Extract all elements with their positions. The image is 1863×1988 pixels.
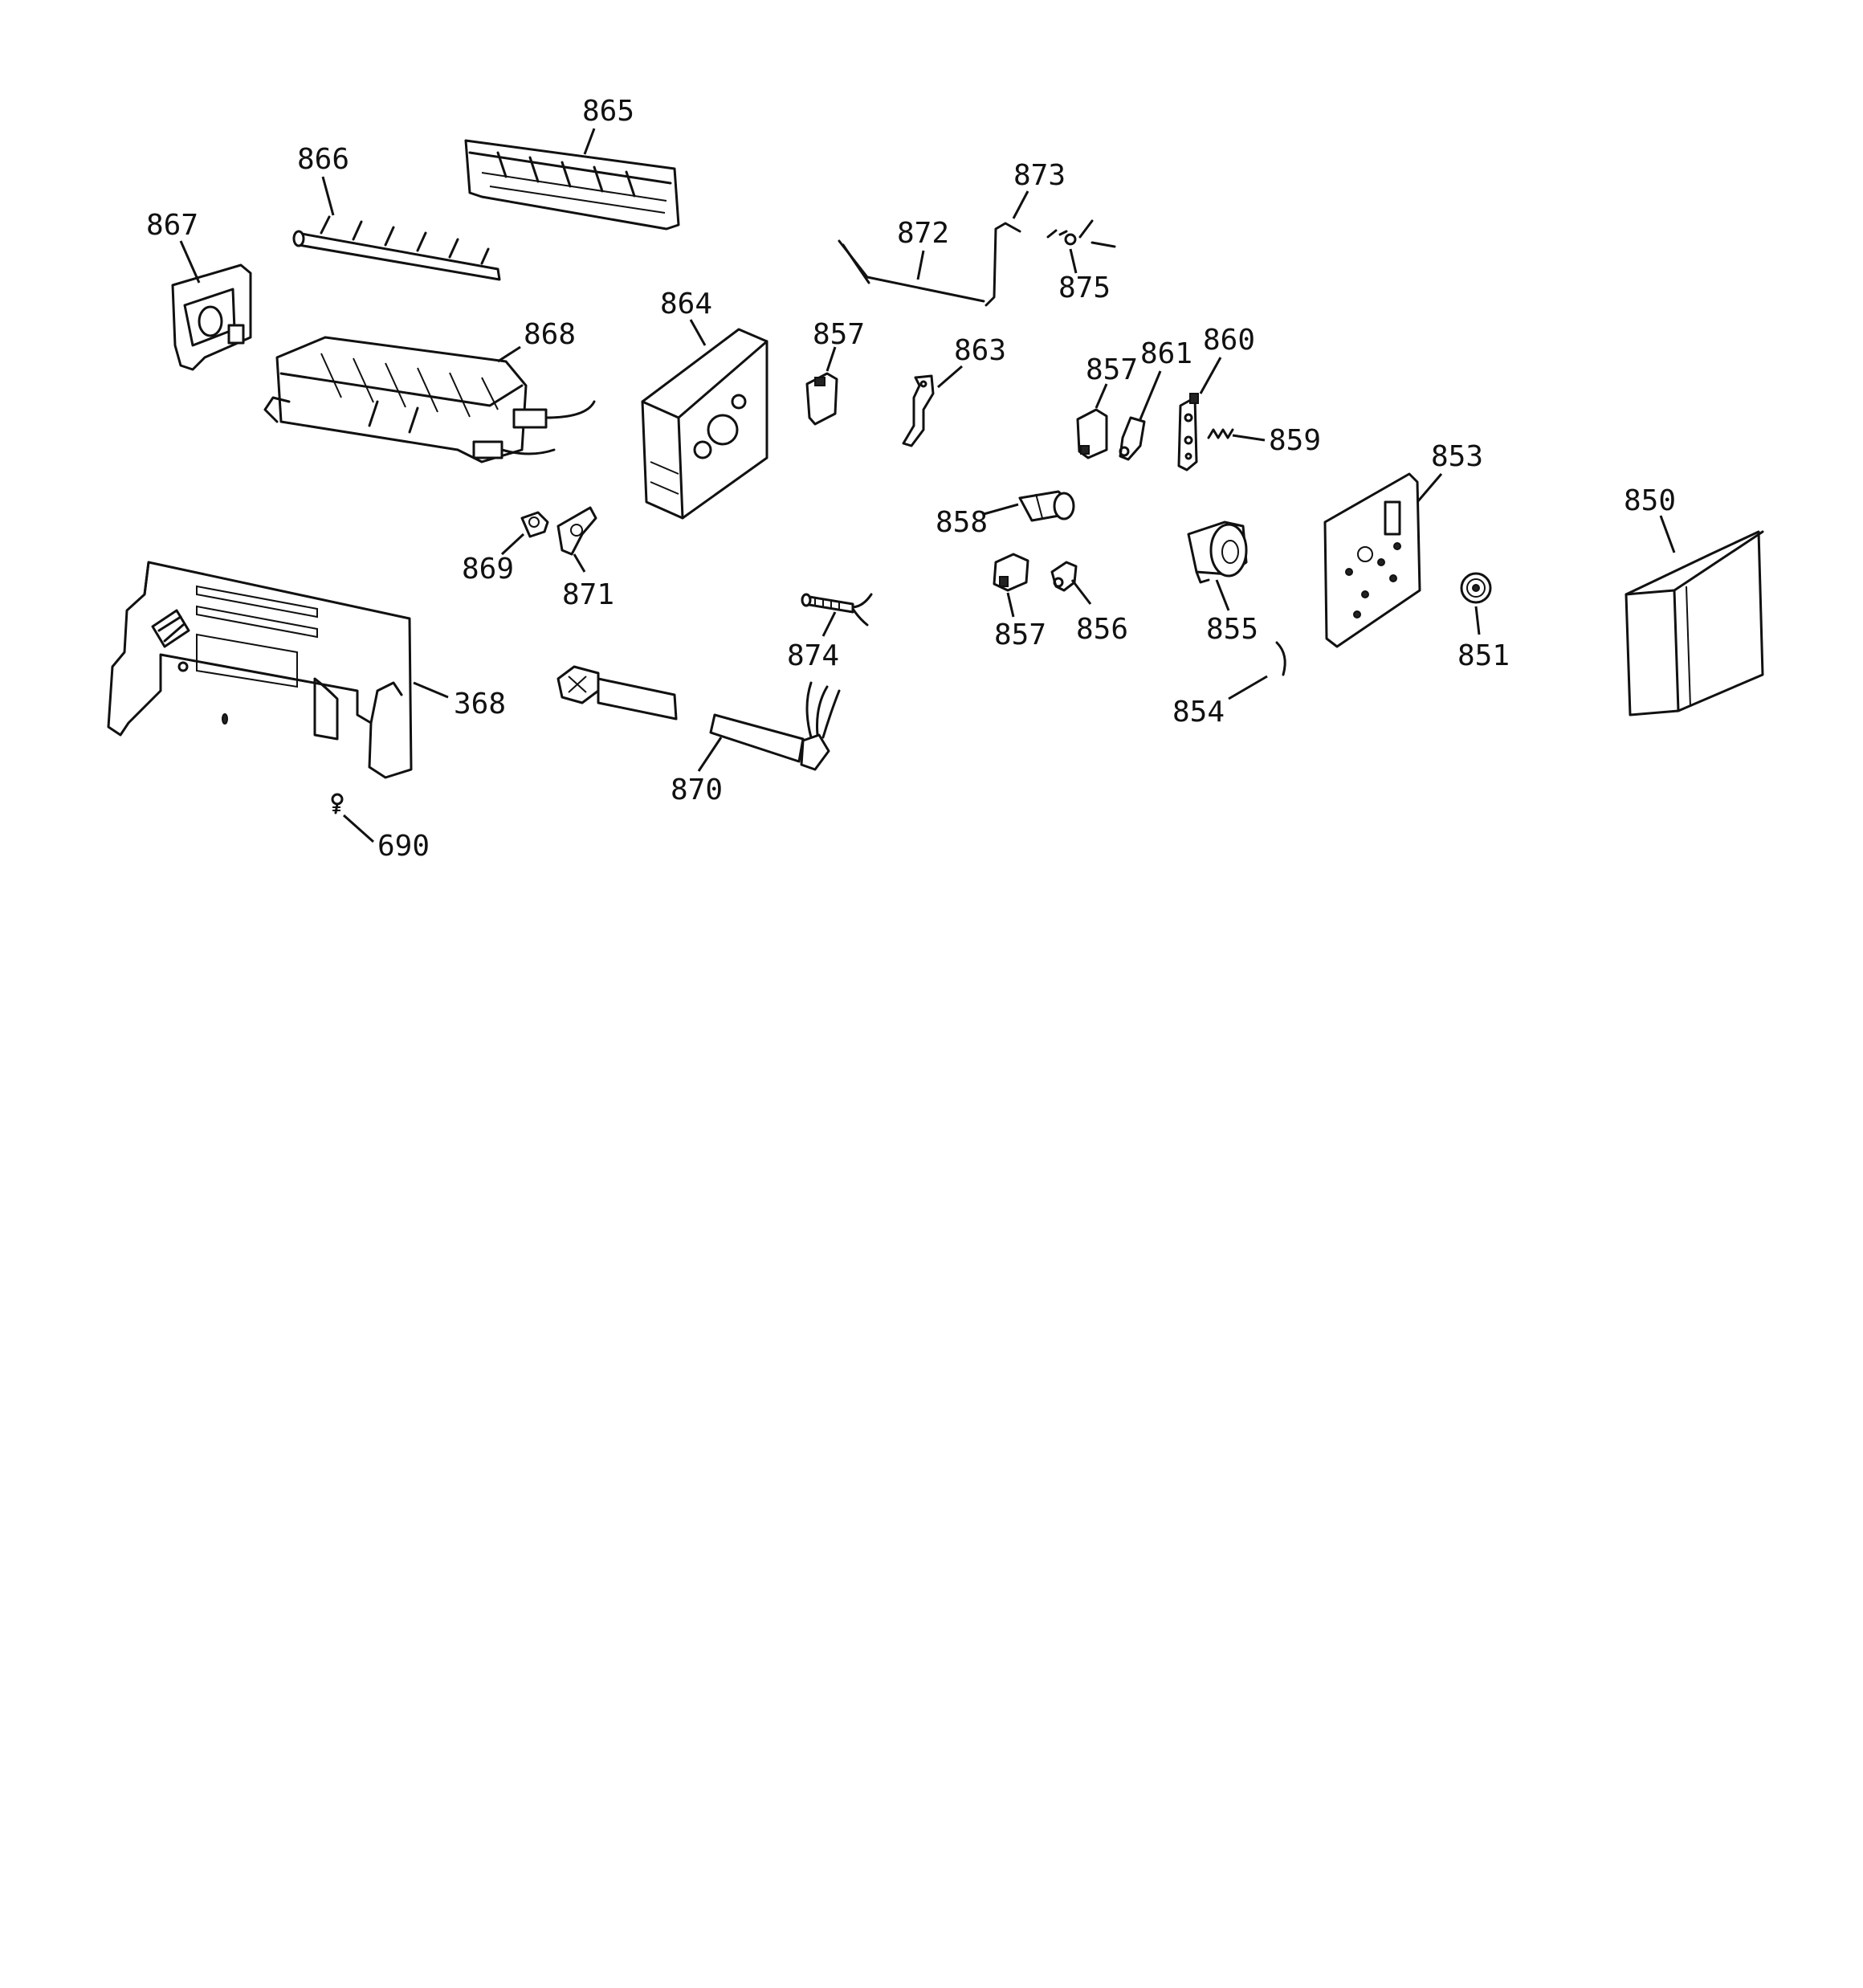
label-861: 861 [1140, 337, 1192, 370]
label-867: 867 [146, 209, 198, 242]
label-690: 690 [377, 830, 430, 863]
part-858-drawing [1018, 490, 1075, 522]
part-866-drawing [292, 215, 501, 281]
leader-870 [697, 737, 723, 772]
leader-869 [500, 533, 525, 556]
part-872-drawing [838, 239, 985, 303]
label-857b: 857 [1086, 353, 1138, 386]
label-857a: 857 [813, 318, 865, 351]
leader-859 [1232, 434, 1266, 442]
label-870: 870 [671, 774, 723, 806]
leader-855 [1215, 579, 1230, 611]
label-856: 856 [1076, 613, 1128, 646]
label-872: 872 [897, 217, 949, 250]
leader-853 [1416, 473, 1443, 503]
leader-864 [689, 319, 707, 346]
part-865-drawing [464, 139, 680, 231]
leader-368 [413, 681, 449, 699]
label-860: 860 [1203, 324, 1255, 357]
part-851-drawing [1460, 572, 1492, 604]
leader-850 [1659, 515, 1676, 553]
part-853-drawing [1323, 472, 1421, 648]
leader-854 [1228, 675, 1268, 700]
part-863-drawing [902, 374, 935, 447]
part-871-drawing [556, 506, 597, 556]
part-874-drawing [801, 593, 873, 627]
leader-857c [1006, 592, 1015, 618]
label-859: 859 [1269, 424, 1321, 457]
label-873: 873 [1013, 159, 1066, 192]
part-873-drawing [984, 222, 1021, 307]
label-866: 866 [297, 143, 349, 176]
part-870-drawing [556, 665, 841, 771]
label-855: 855 [1206, 613, 1258, 646]
part-864-drawing [641, 328, 768, 520]
part-859-drawing [1207, 428, 1234, 439]
label-853: 853 [1431, 440, 1483, 473]
leader-874 [821, 611, 837, 637]
leader-861 [1139, 370, 1162, 420]
part-875-drawing [1046, 219, 1116, 248]
leader-867 [179, 240, 201, 284]
label-869: 869 [462, 553, 514, 586]
label-864: 864 [660, 288, 712, 320]
part-368-drawing [107, 561, 413, 779]
leader-851 [1474, 606, 1481, 635]
part-690-drawing [331, 793, 344, 814]
leader-865 [583, 128, 596, 155]
part-867-drawing [171, 263, 252, 371]
label-868: 868 [524, 318, 576, 351]
label-850: 850 [1624, 484, 1676, 517]
label-875: 875 [1058, 271, 1111, 304]
leader-868 [497, 345, 521, 363]
leader-857b [1095, 383, 1108, 409]
label-854: 854 [1172, 696, 1225, 729]
part-861-drawing [1119, 416, 1146, 461]
part-854-drawing [1275, 641, 1286, 676]
leader-872 [916, 250, 925, 280]
leader-857a [826, 346, 837, 372]
leader-871 [573, 553, 586, 573]
leader-875 [1069, 248, 1078, 274]
label-865: 865 [582, 95, 634, 128]
part-869-drawing [520, 511, 549, 538]
part-857c-drawing [993, 553, 1029, 592]
label-874: 874 [787, 639, 839, 672]
leader-866 [321, 176, 335, 216]
leader-856 [1070, 579, 1092, 605]
label-863: 863 [954, 334, 1006, 367]
leader-690 [343, 814, 374, 843]
part-855-drawing [1187, 520, 1248, 584]
leader-858 [983, 503, 1019, 516]
part-860-drawing [1177, 393, 1199, 471]
label-871: 871 [562, 578, 614, 611]
label-858: 858 [936, 506, 988, 539]
leader-860 [1199, 357, 1222, 394]
part-868-drawing [263, 336, 596, 463]
part-850-drawing [1625, 530, 1764, 716]
part-857b-drawing [1076, 408, 1108, 459]
leader-873 [1012, 190, 1029, 219]
leader-863 [937, 365, 963, 389]
label-857c: 857 [994, 618, 1046, 651]
part-857a-drawing [805, 372, 838, 426]
label-368: 368 [454, 688, 506, 720]
label-851: 851 [1457, 639, 1510, 672]
part-856-drawing [1050, 561, 1078, 592]
